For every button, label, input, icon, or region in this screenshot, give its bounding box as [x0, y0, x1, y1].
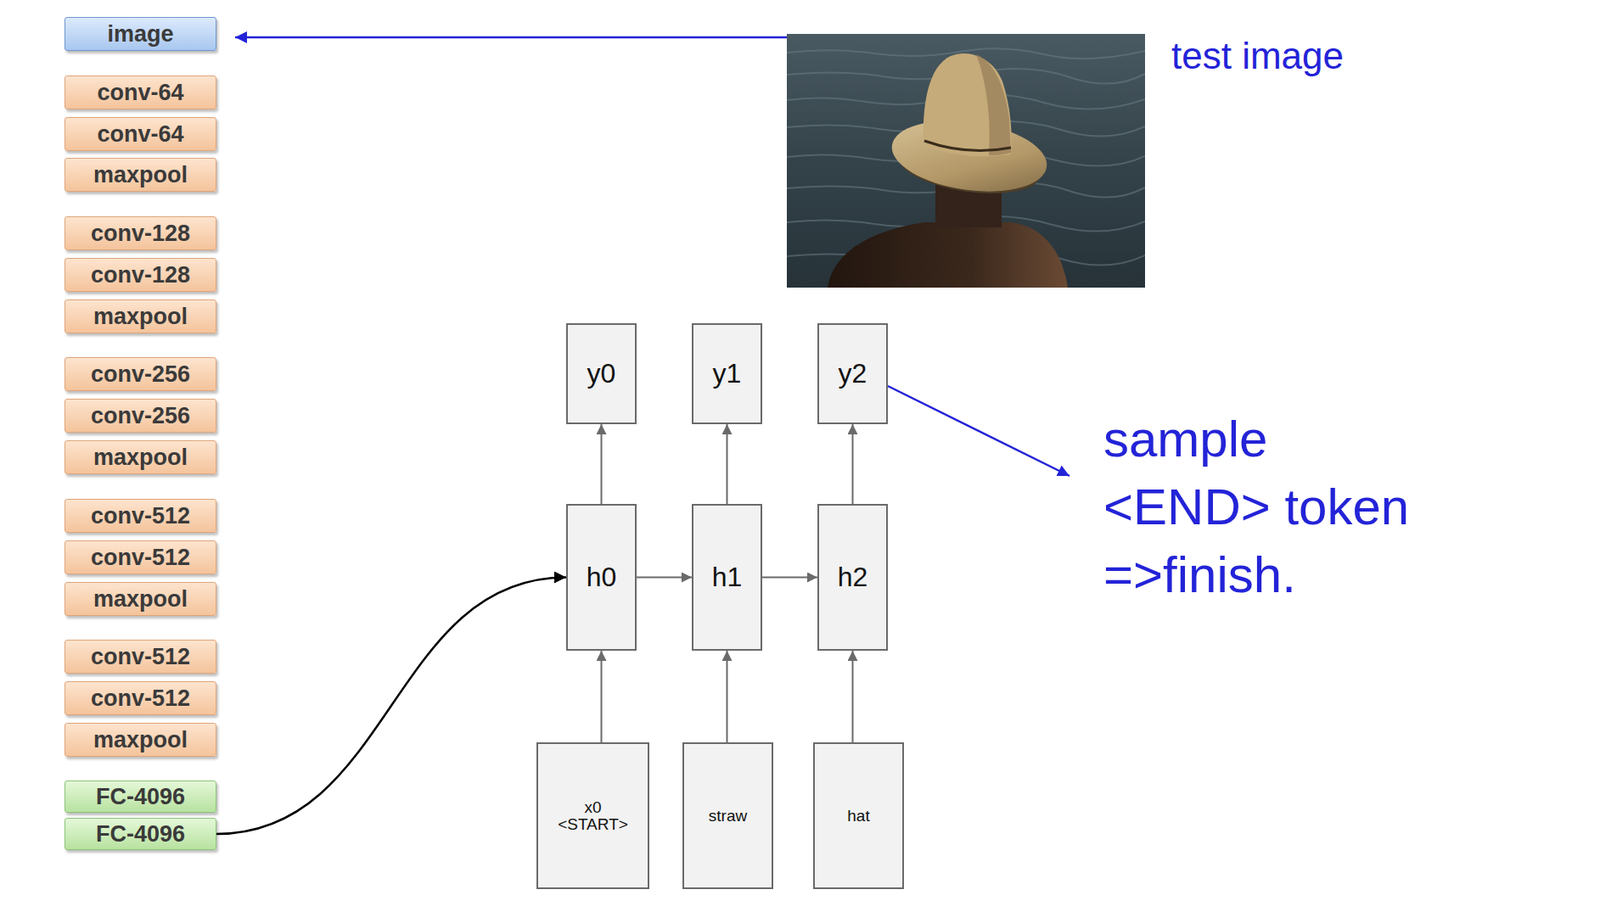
- conv-layer-box: conv-512: [64, 681, 217, 716]
- node-label: y0: [587, 359, 617, 389]
- hidden-state-box: h0: [566, 504, 637, 652]
- node-label: h0: [586, 562, 618, 593]
- node-label: conv-64: [96, 123, 184, 146]
- conv-layer-box: conv-128: [64, 258, 217, 292]
- node-label: maxpool: [93, 446, 188, 470]
- conv-layer-box: maxpool: [64, 723, 217, 758]
- conv-layer-box: maxpool: [64, 582, 217, 617]
- sample-arrow: [887, 386, 1070, 477]
- node-label: conv-256: [90, 363, 191, 387]
- node-label: y2: [838, 359, 868, 389]
- fc-layer-box: FC-4096: [64, 780, 217, 814]
- node-label: conv-512: [90, 505, 191, 528]
- conv-layer-box: conv-64: [64, 75, 217, 110]
- feature-arrow: [216, 578, 567, 836]
- flow-arrow: [726, 424, 729, 505]
- input-arrow: [235, 36, 787, 40]
- node-label: hat: [847, 808, 870, 826]
- flow-arrow: [852, 424, 854, 505]
- sample-note: sample <END> token =>finish.: [1103, 405, 1435, 610]
- conv-layer-box: conv-64: [64, 117, 217, 152]
- conv-layer-box: conv-512: [64, 499, 217, 534]
- flow-arrow: [600, 424, 603, 505]
- flow-arrow: [636, 577, 692, 579]
- node-label: maxpool: [93, 163, 188, 187]
- output-box: y0: [566, 323, 637, 425]
- input-token-box: x0 <START>: [536, 742, 650, 890]
- conv-layer-box: maxpool: [64, 440, 217, 475]
- conv-layer-box: maxpool: [64, 157, 217, 192]
- node-label: straw: [708, 808, 747, 826]
- output-box: y2: [817, 323, 888, 425]
- conv-layer-box: conv-128: [64, 216, 217, 251]
- node-label: conv-512: [90, 546, 191, 570]
- conv-layer-box: maxpool: [64, 299, 217, 334]
- node-label: conv-512: [90, 645, 191, 669]
- node-label: FC-4096: [95, 823, 186, 847]
- test-photo: [786, 33, 1146, 288]
- conv-layer-box: conv-512: [64, 640, 217, 674]
- image-caption: test image: [1171, 30, 1443, 81]
- flow-arrow: [726, 651, 729, 743]
- node-label: x0 <START>: [557, 799, 629, 834]
- hidden-state-box: h1: [691, 504, 763, 652]
- fc-layer-box: FC-4096: [64, 818, 217, 851]
- node-label: conv-512: [90, 687, 191, 711]
- node-label: h2: [837, 562, 869, 593]
- conv-layer-box: conv-256: [64, 357, 217, 392]
- node-label: conv-256: [90, 404, 191, 428]
- node-label: h1: [712, 562, 743, 593]
- node-label: maxpool: [93, 305, 188, 329]
- conv-layer-box: conv-512: [64, 540, 217, 575]
- input-layer-box: image: [64, 16, 217, 51]
- node-label: image: [106, 22, 174, 46]
- node-label: conv-128: [90, 222, 191, 246]
- node-label: y1: [712, 359, 742, 389]
- node-label: FC-4096: [95, 785, 186, 809]
- node-label: maxpool: [93, 729, 188, 753]
- flow-arrow: [852, 651, 854, 743]
- flow-arrow: [762, 577, 818, 579]
- input-token-box: hat: [813, 742, 904, 890]
- hidden-state-box: h2: [817, 504, 888, 652]
- output-box: y1: [691, 323, 763, 425]
- node-label: conv-64: [96, 81, 184, 105]
- conv-layer-box: conv-256: [64, 398, 217, 433]
- input-token-box: straw: [682, 742, 774, 890]
- node-label: conv-128: [90, 263, 191, 287]
- flow-arrow: [600, 651, 603, 743]
- node-label: maxpool: [93, 588, 188, 612]
